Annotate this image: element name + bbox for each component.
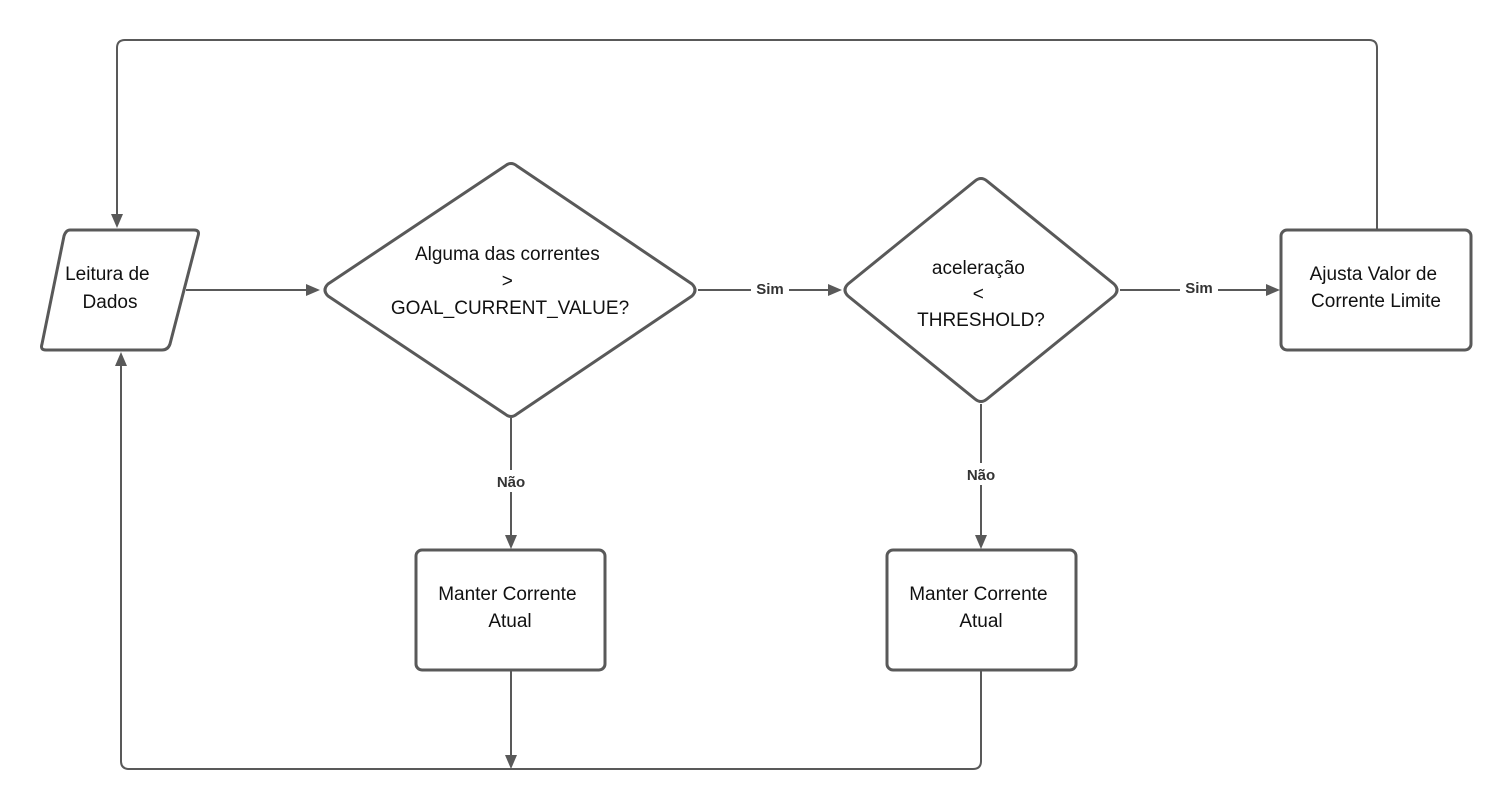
edge-keep2-loop-back — [115, 352, 982, 770]
decision-acceleration-line-3: THRESHOLD? — [917, 310, 1045, 331]
process-keep2-line-2: Atual — [959, 611, 1002, 632]
process-adjust-label: Ajusta Valor de Corrente Limite — [1310, 264, 1443, 312]
edge-accel-no: Não — [960, 404, 1002, 549]
decision-current-line-1: Alguma das correntes — [415, 244, 600, 265]
process-node-adjust: Ajusta Valor de Corrente Limite — [1279, 228, 1473, 352]
process-node-keep-1: Manter Corrente Atual — [414, 548, 607, 672]
decision-acceleration-line-2: < — [973, 284, 984, 305]
process-keep2-label: Manter Corrente Atual — [909, 584, 1053, 632]
input-node-line-2: Dados — [83, 292, 138, 313]
process-keep1-label: Manter Corrente Atual — [438, 584, 582, 632]
process-adjust-line-2: Corrente Limite — [1311, 291, 1441, 312]
process-keep1-line-1: Manter Corrente — [438, 584, 576, 605]
edge-label-current-no: Não — [497, 474, 525, 491]
process-keep2-line-1: Manter Corrente — [909, 584, 1047, 605]
edge-keep1-down — [505, 670, 517, 769]
edge-current-no: Não — [490, 418, 532, 549]
decision-current-label: Alguma das correntes > GOAL_CURRENT_VALU… — [391, 244, 629, 319]
decision-acceleration-line-1: aceleração — [932, 258, 1025, 279]
input-node-label: Leitura de Dados — [65, 264, 155, 313]
decision-current-line-3: GOAL_CURRENT_VALUE? — [391, 298, 629, 319]
edge-current-yes: Sim — [698, 279, 842, 299]
process-adjust-line-1: Ajusta Valor de — [1310, 264, 1437, 285]
process-keep1-line-2: Atual — [488, 611, 531, 632]
input-node-leitura-de-dados: Leitura de Dados — [40, 228, 200, 352]
edge-label-current-yes: Sim — [756, 281, 784, 298]
decision-node-current: Alguma das correntes > GOAL_CURRENT_VALU… — [323, 162, 697, 418]
edge-accel-yes: Sim — [1120, 278, 1280, 298]
process-node-keep-2: Manter Corrente Atual — [885, 548, 1078, 672]
edge-input-to-current-decision — [186, 284, 320, 296]
decision-node-acceleration: aceleração < THRESHOLD? — [843, 177, 1119, 403]
edge-label-accel-no: Não — [967, 467, 995, 484]
edge-adjust-loop-back — [111, 39, 1378, 230]
decision-acceleration-label: aceleração < THRESHOLD? — [917, 258, 1045, 331]
decision-current-line-2: > — [502, 271, 513, 292]
edge-label-accel-yes: Sim — [1185, 280, 1213, 297]
input-node-line-1: Leitura de — [65, 264, 150, 285]
